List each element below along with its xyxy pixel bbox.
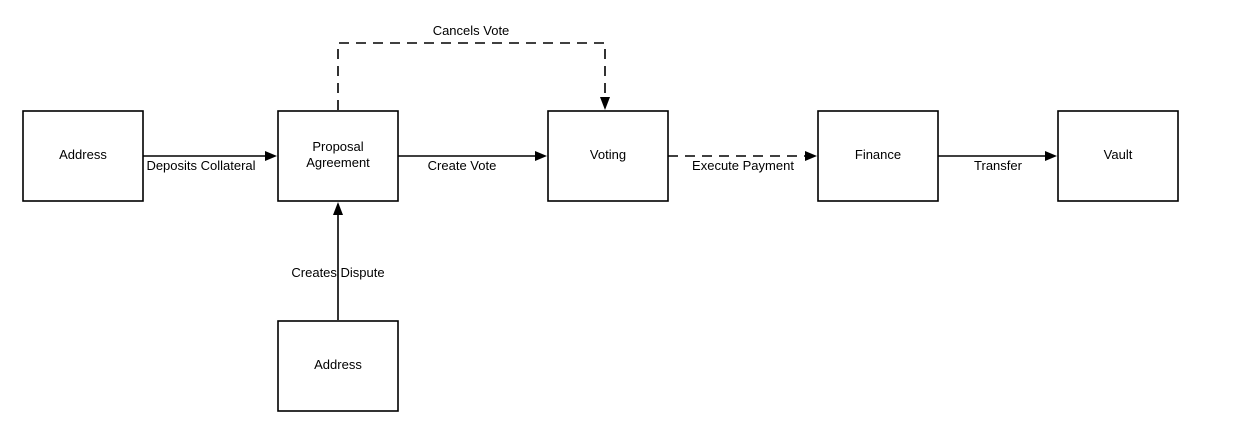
node-proposal-agreement: Proposal Agreement bbox=[277, 110, 399, 202]
node-address-top-label: Address bbox=[59, 147, 107, 162]
node-voting: Voting bbox=[547, 110, 669, 202]
node-voting-label: Voting bbox=[590, 147, 626, 162]
edge-cancels-vote bbox=[337, 42, 610, 110]
edge-label-deposits-collateral: Deposits Collateral bbox=[146, 158, 255, 173]
edge-label-cancels-vote: Cancels Vote bbox=[433, 23, 510, 38]
edge-label-create-vote: Create Vote bbox=[428, 158, 497, 173]
node-address-bottom: Address bbox=[277, 320, 399, 412]
edge-creates-dispute bbox=[333, 202, 343, 320]
edge-label-execute-payment: Execute Payment bbox=[692, 158, 794, 173]
edge-create-vote bbox=[398, 151, 547, 161]
arrowhead-transfer bbox=[1045, 151, 1057, 161]
node-address-bottom-label: Address bbox=[314, 357, 362, 372]
edge-label-creates-dispute: Creates Dispute bbox=[291, 265, 384, 280]
arrowhead-creates-dispute bbox=[333, 202, 343, 215]
edge-transfer bbox=[938, 151, 1057, 161]
edge-deposits-collateral bbox=[143, 151, 277, 161]
arrowhead-execute-payment bbox=[805, 151, 817, 161]
node-vault: Vault bbox=[1057, 110, 1179, 202]
node-proposal-label-line2: Agreement bbox=[306, 155, 370, 170]
node-proposal-label-line1: Proposal bbox=[312, 139, 363, 154]
arrowhead-create-vote bbox=[535, 151, 547, 161]
node-finance: Finance bbox=[817, 110, 939, 202]
node-address-top: Address bbox=[22, 110, 144, 202]
node-vault-label: Vault bbox=[1104, 147, 1133, 162]
arrowhead-deposits bbox=[265, 151, 277, 161]
arrowhead-cancels-vote bbox=[600, 97, 610, 110]
node-finance-label: Finance bbox=[855, 147, 901, 162]
edge-label-transfer: Transfer bbox=[974, 158, 1023, 173]
edge-execute-payment bbox=[668, 151, 817, 161]
